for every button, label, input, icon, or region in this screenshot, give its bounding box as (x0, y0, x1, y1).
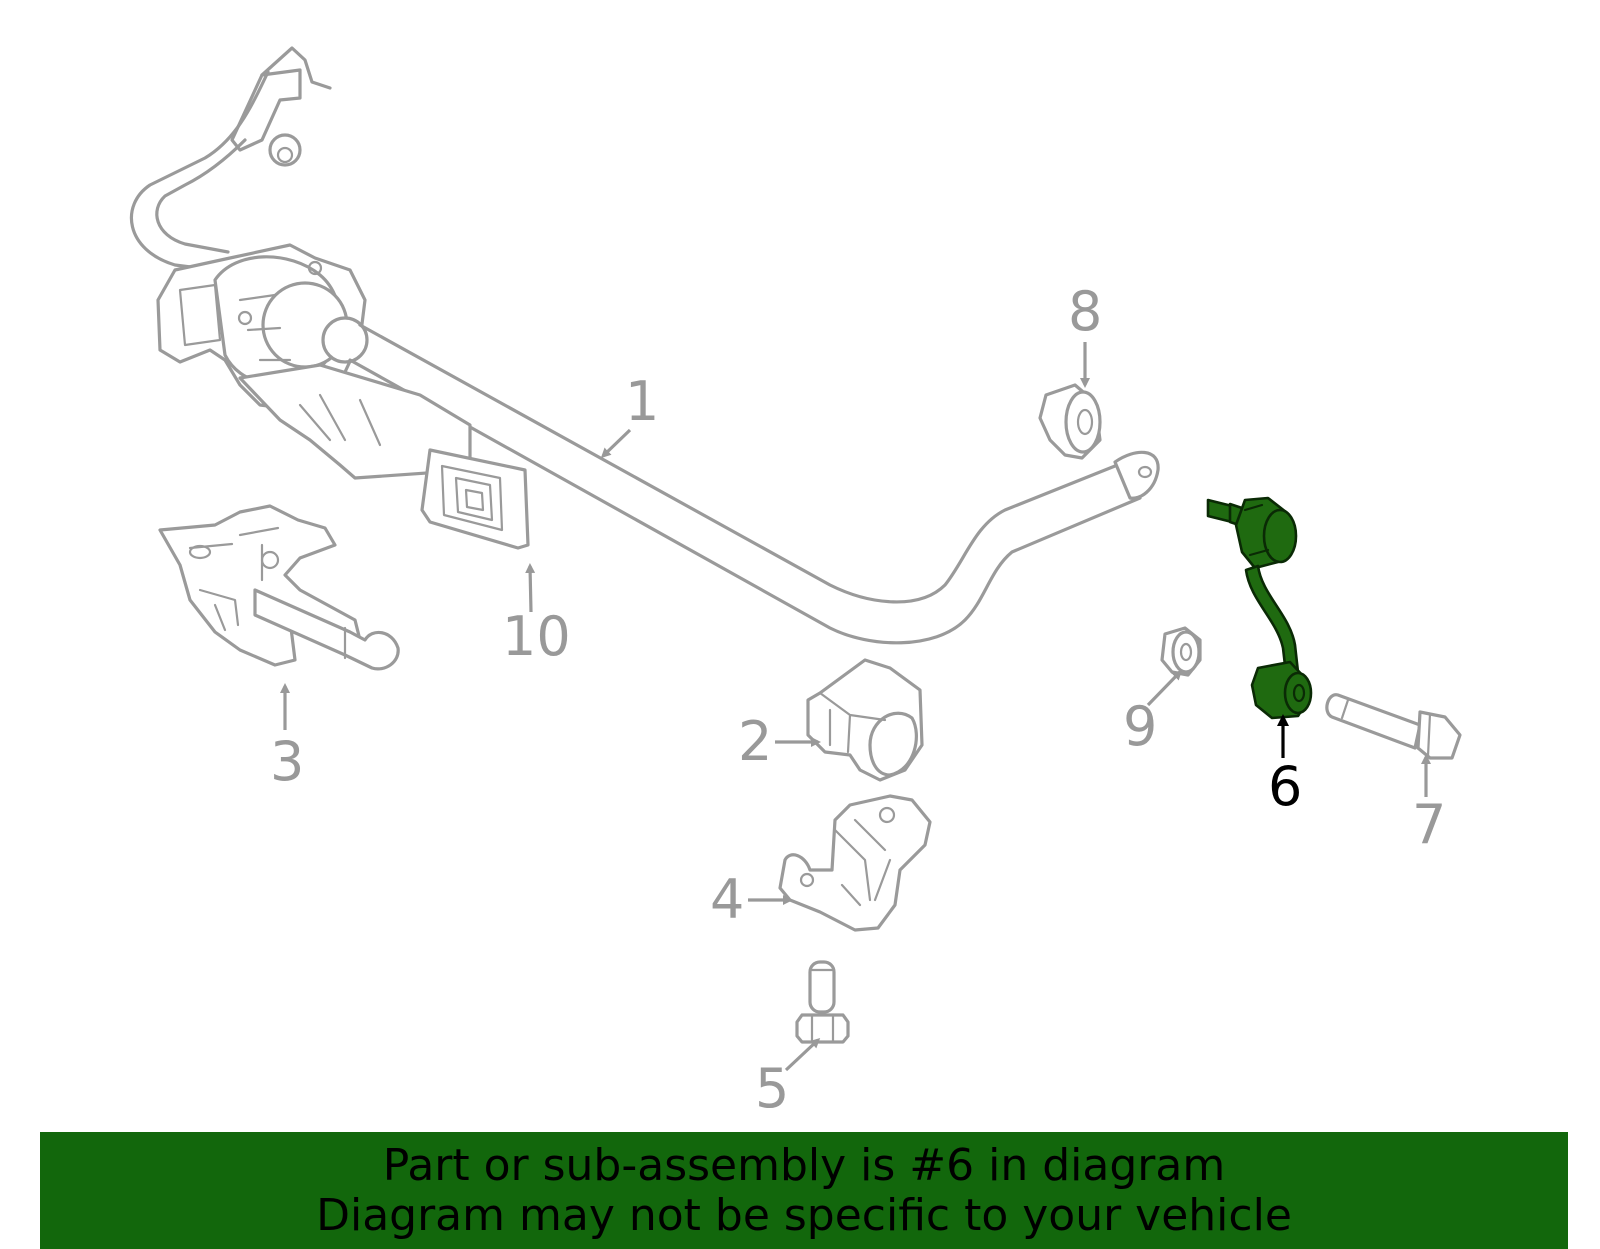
bolt-part-7[interactable] (1325, 693, 1462, 760)
nut-part-9[interactable] (1160, 626, 1202, 677)
callout-2: 2 (738, 710, 772, 773)
bolt-part-5[interactable] (795, 960, 850, 1044)
stabilizer-bar[interactable] (129, 46, 1160, 645)
callout-10: 10 (502, 605, 571, 668)
nut-part-8[interactable] (1038, 383, 1102, 460)
callout-1: 1 (625, 370, 659, 433)
callout-3: 3 (270, 730, 304, 793)
callout-7: 7 (1412, 793, 1446, 856)
callout-9: 9 (1123, 695, 1157, 758)
info-banner: Part or sub-assembly is #6 in diagram Di… (40, 1132, 1568, 1249)
banner-line-1: Part or sub-assembly is #6 in diagram (382, 1139, 1226, 1191)
clamp-part-4[interactable] (778, 794, 932, 932)
callout-labels: 1 10 3 2 4 5 8 9 7 6 (270, 280, 1446, 1120)
stabilizer-link-part-6[interactable] (1206, 496, 1313, 720)
callout-8: 8 (1068, 280, 1102, 343)
callout-6: 6 (1268, 755, 1302, 818)
bracket-part-10[interactable] (420, 448, 530, 550)
bushing-part-2[interactable] (806, 658, 924, 782)
callout-5: 5 (755, 1057, 789, 1120)
bracket-part-3[interactable] (158, 504, 400, 671)
callout-4: 4 (710, 868, 744, 931)
callout-arrows (280, 342, 1431, 1072)
banner-line-2: Diagram may not be specific to your vehi… (316, 1189, 1292, 1241)
